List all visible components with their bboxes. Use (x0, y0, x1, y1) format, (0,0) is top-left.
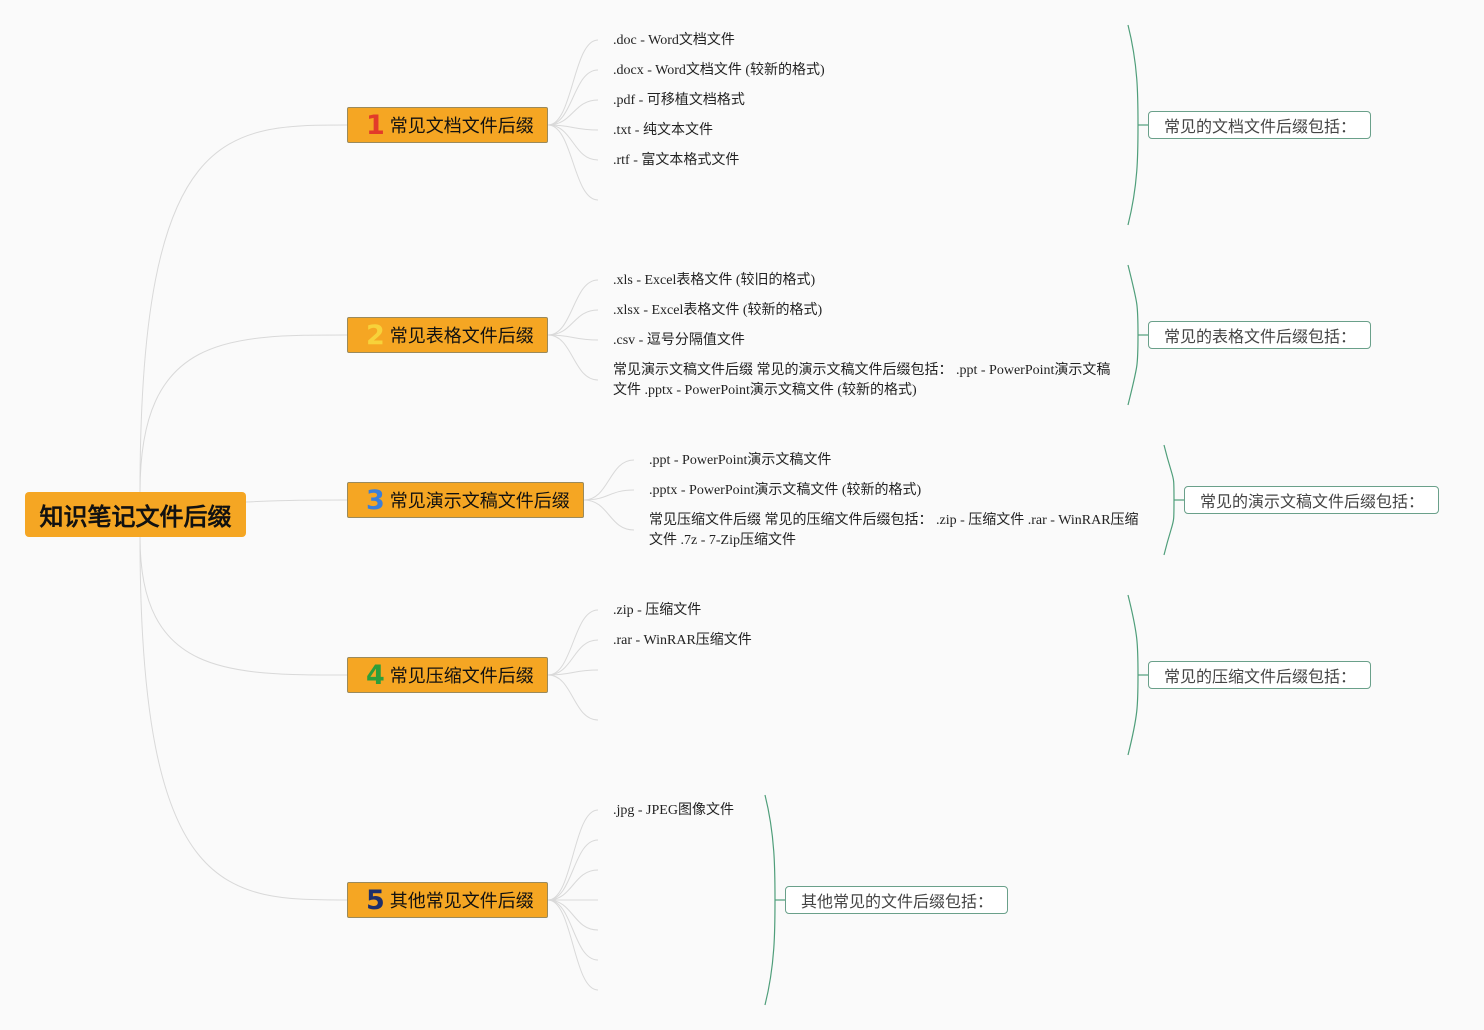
summary-node-5[interactable]: 其他常见的文件后缀包括： (785, 886, 1008, 914)
root-connector (139, 536, 348, 901)
branch-node-2-label: 常见表格文件后缀 (389, 326, 534, 347)
leaf-item[interactable]: .txt - 纯文本文件 (613, 123, 713, 138)
leaf-connector (547, 674, 599, 721)
summary-label: 常见的压缩文件后缀包括： (1164, 667, 1357, 686)
leaf-item[interactable]: .doc - Word文档文件 (613, 33, 735, 48)
leaf-connector (547, 69, 599, 126)
leaf-connector (547, 39, 599, 126)
number-4-icon: 4 (366, 659, 385, 691)
root-connector (139, 536, 348, 676)
branch-node-1-label: 常见文档文件后缀 (389, 116, 534, 137)
leaf-connector (547, 124, 599, 161)
number-1-icon: 1 (366, 109, 385, 141)
leaf-connector (547, 869, 599, 901)
branch-node-5[interactable]: 5 其他常见文件后缀 (347, 882, 548, 918)
summary-label: 常见的演示文稿文件后缀包括： (1200, 492, 1425, 511)
summary-label: 常见的文档文件后缀包括： (1164, 117, 1357, 136)
branch-node-2[interactable]: 2 常见表格文件后缀 (347, 317, 548, 353)
leaf-item[interactable]: .xlsx - Excel表格文件 (较新的格式) (613, 303, 823, 318)
leaf-connector (547, 839, 599, 901)
number-5-icon: 5 (366, 884, 385, 916)
leaf-item[interactable]: .ppt - PowerPoint演示文稿文件 (649, 453, 832, 468)
leaf-connector (547, 124, 599, 201)
leaf-connector (547, 809, 599, 901)
leaf-item[interactable]: .rar - WinRAR压缩文件 (613, 633, 752, 648)
root-node-label: 知识笔记文件后缀 (39, 503, 232, 531)
leaf-connector (547, 279, 599, 336)
branch-node-5-label: 其他常见文件后缀 (389, 891, 534, 912)
leaf-connector (547, 669, 599, 676)
summary-node-1[interactable]: 常见的文档文件后缀包括： (1148, 111, 1371, 139)
leaf-item[interactable]: .jpg - JPEG图像文件 (613, 803, 734, 818)
leaf-item[interactable]: .csv - 逗号分隔值文件 (613, 333, 745, 348)
number-3-icon: 3 (366, 484, 385, 516)
root-node[interactable]: 知识笔记文件后缀 (25, 492, 246, 537)
leaf-item[interactable]: .pdf - 可移植文档格式 (613, 93, 745, 108)
summary-label: 其他常见的文件后缀包括： (801, 892, 994, 911)
leaf-item[interactable]: .zip - 压缩文件 (613, 603, 702, 618)
leaf-connector (547, 334, 599, 381)
leaf-item[interactable]: .pptx - PowerPoint演示文稿文件 (较新的格式) (649, 483, 922, 498)
leaf-item[interactable]: 常见压缩文件后缀 常见的压缩文件后缀包括： .zip - 压缩文件 .rar -… (649, 513, 1139, 548)
summary-bracket (1127, 264, 1139, 406)
summary-bracket (1127, 594, 1139, 756)
branch-node-1[interactable]: 1 常见文档文件后缀 (347, 107, 548, 143)
summary-label: 常见的表格文件后缀包括： (1164, 327, 1357, 346)
summary-bracket (764, 794, 776, 1006)
branch-node-3[interactable]: 3 常见演示文稿文件后缀 (347, 482, 584, 518)
branch-node-3-label: 常见演示文稿文件后缀 (389, 491, 570, 512)
summary-node-4[interactable]: 常见的压缩文件后缀包括： (1148, 661, 1371, 689)
leaf-item[interactable]: .docx - Word文档文件 (较新的格式) (613, 63, 825, 78)
summary-node-3[interactable]: 常见的演示文稿文件后缀包括： (1184, 486, 1439, 514)
root-connector (139, 334, 348, 493)
summary-bracket (1127, 24, 1139, 226)
leaf-connector (583, 459, 635, 501)
leaf-connector (547, 309, 599, 336)
leaf-connector (583, 489, 635, 501)
leaf-connector (547, 99, 599, 126)
leaf-item[interactable]: .rtf - 富文本格式文件 (613, 153, 740, 168)
leaf-connector (547, 899, 599, 961)
root-connector (139, 124, 348, 493)
leaf-connector (547, 899, 599, 991)
branch-node-4-label: 常见压缩文件后缀 (389, 666, 534, 687)
root-connector (245, 499, 348, 503)
leaf-item[interactable]: 常见演示文稿文件后缀 常见的演示文稿文件后缀包括： .ppt - PowerPo… (613, 363, 1111, 398)
summary-node-2[interactable]: 常见的表格文件后缀包括： (1148, 321, 1371, 349)
leaf-connector (547, 639, 599, 676)
leaf-connector (547, 334, 599, 341)
leaf-connector (583, 499, 635, 531)
leaf-connector (547, 609, 599, 676)
branch-node-4[interactable]: 4 常见压缩文件后缀 (347, 657, 548, 693)
number-2-icon: 2 (366, 319, 385, 351)
leaf-item[interactable]: .xls - Excel表格文件 (较旧的格式) (613, 273, 816, 288)
summary-bracket (1163, 444, 1175, 556)
leaf-connector (547, 899, 599, 931)
